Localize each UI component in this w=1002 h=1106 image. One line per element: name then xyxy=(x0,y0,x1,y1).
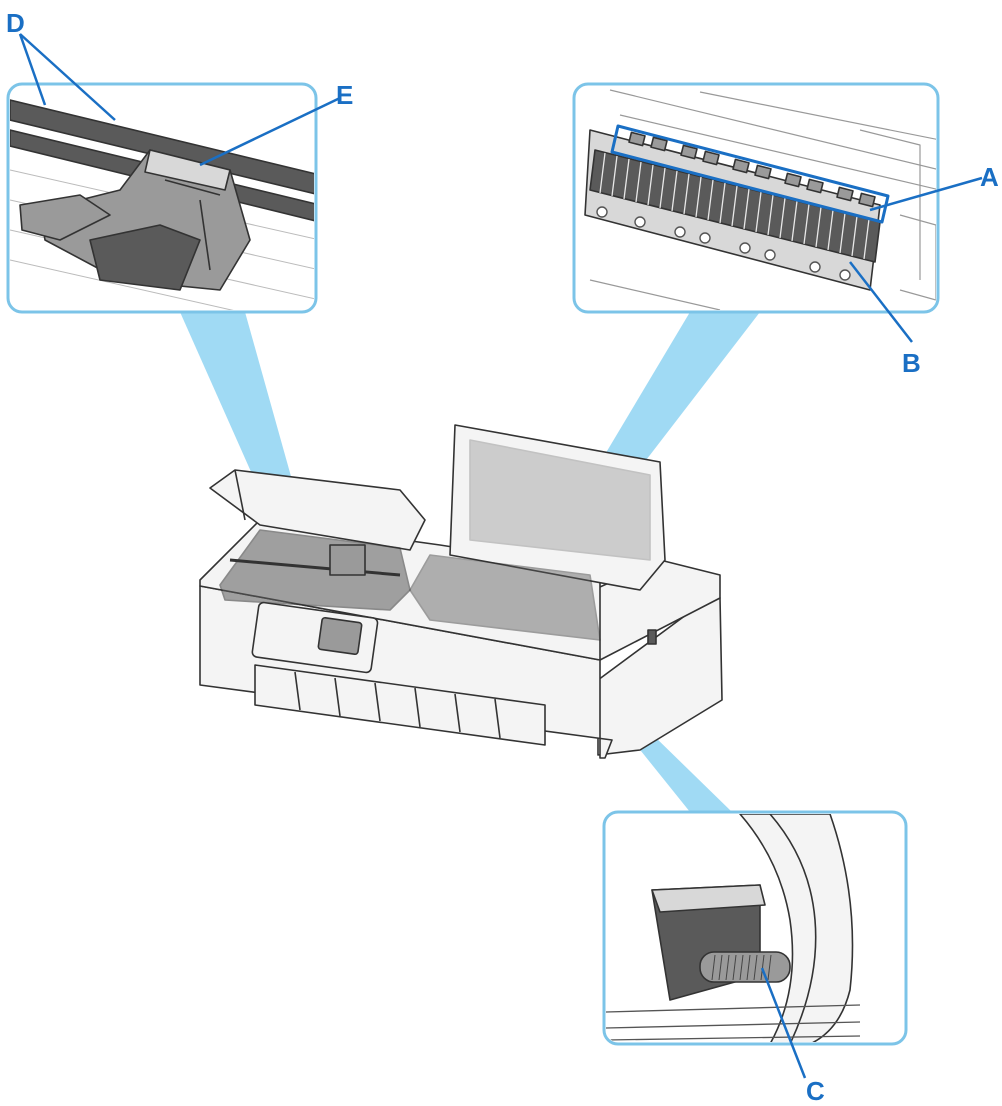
platen-bg-lines xyxy=(589,89,936,310)
inset-carriage: D E xyxy=(6,8,353,314)
carriage-left-arm xyxy=(19,194,111,241)
printer-right-cover xyxy=(449,424,666,591)
cover-edge xyxy=(234,469,246,521)
carriage-block-dark xyxy=(89,224,201,291)
belt-grooves xyxy=(599,152,870,260)
printer-interior-right xyxy=(409,554,601,641)
carriage-detail-1 xyxy=(164,179,221,196)
leader-e xyxy=(199,96,341,167)
side-base-lines xyxy=(606,1004,861,1041)
label-d: D xyxy=(6,8,25,38)
carriage-body xyxy=(39,149,251,291)
carriage-detail-2 xyxy=(199,199,211,271)
slot-dividers xyxy=(294,671,501,739)
roller-knurl xyxy=(711,954,772,981)
side-roller xyxy=(699,951,791,983)
side-panel xyxy=(739,814,854,1042)
shaft-upper xyxy=(10,99,314,196)
carriage-rail xyxy=(229,558,401,577)
vacuum-holes xyxy=(596,206,851,281)
leader-d-2 xyxy=(19,33,116,121)
leader-c xyxy=(760,967,807,1079)
inset-side: C xyxy=(602,810,908,1106)
panel-screen xyxy=(317,616,363,656)
label-c: C xyxy=(806,1076,825,1106)
label-b: B xyxy=(902,348,921,378)
printer-illustration xyxy=(199,424,723,759)
label-a: A xyxy=(980,162,999,192)
leader-a xyxy=(869,176,983,212)
pad-highlight xyxy=(610,124,890,224)
printer-front-slot xyxy=(254,664,546,746)
pads xyxy=(628,131,876,208)
side-button xyxy=(647,629,657,645)
leader-b xyxy=(849,261,913,343)
side-opening-top xyxy=(651,884,766,913)
label-e: E xyxy=(336,80,353,110)
carriage-block xyxy=(329,544,366,576)
leader-d xyxy=(18,33,47,106)
inset-platen: A B xyxy=(572,82,999,378)
printer-right-cover-inner xyxy=(469,439,651,561)
